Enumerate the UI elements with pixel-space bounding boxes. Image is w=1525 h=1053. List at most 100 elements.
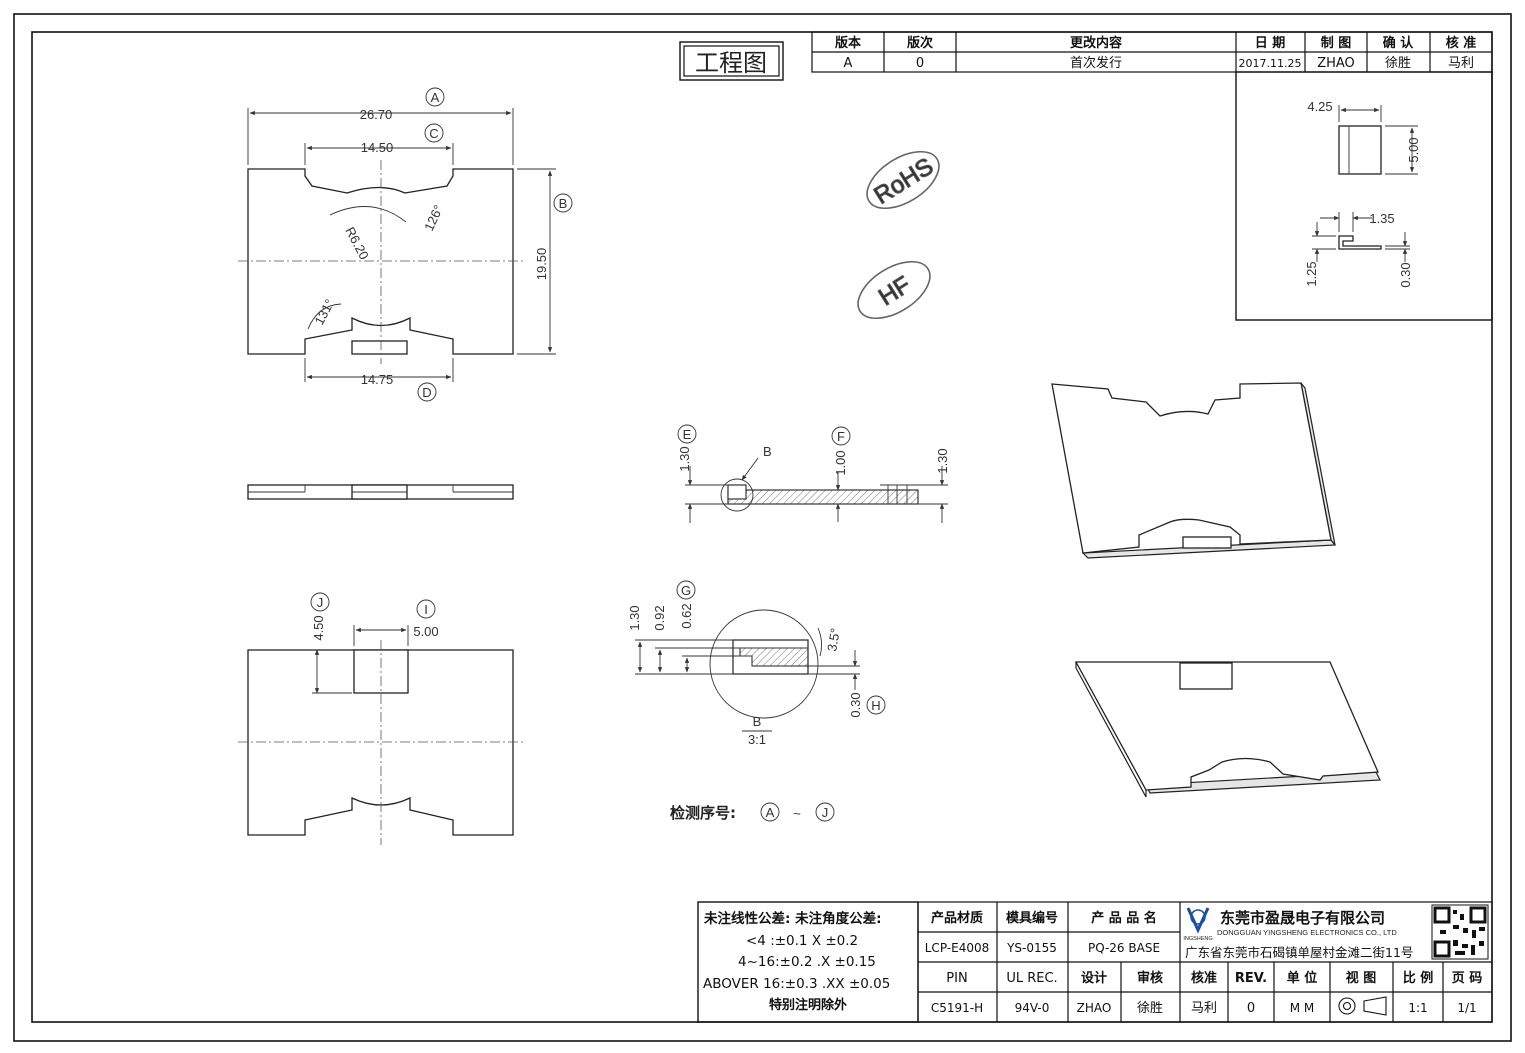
info-header-rev: REV.: [1235, 971, 1267, 986]
inspection-sep: ~: [793, 806, 801, 821]
marker-b: B: [553, 193, 573, 213]
svg-text:C: C: [429, 126, 438, 141]
info-header-mold: 模具编号: [1006, 910, 1058, 926]
company-logo-text: INGSHENG: [1183, 936, 1212, 942]
dim-notch-top: 14.50: [361, 140, 394, 155]
tolerance-line-3: ABOVER 16:±0.3 .XX ±0.05: [703, 976, 890, 992]
company-logo-icon: INGSHENG: [1183, 907, 1213, 942]
info-product: PQ-26 BASE: [1088, 941, 1160, 955]
dim-detail-2: 0.92: [652, 605, 667, 630]
info-header-view: 视 图: [1346, 970, 1377, 986]
tolerance-block: 未注线性公差: 未注角度公差: <4 :±0.1 X ±0.2 4~16:±0.…: [697, 901, 919, 1023]
svg-text:B: B: [559, 196, 568, 211]
rev-header-edition: 版次: [907, 35, 933, 51]
dim-clip-offset: 1.35: [1369, 211, 1394, 226]
info-ul: 94V-0: [1015, 1001, 1050, 1015]
side-view: [247, 484, 514, 500]
rev-version: A: [844, 56, 853, 71]
marker-e: E: [677, 424, 697, 444]
inspection-label: 检测序号:: [670, 804, 736, 822]
marker-j: J: [310, 592, 330, 612]
rev-header-change: 更改内容: [1070, 35, 1122, 51]
drawing-title-stamp: 工程图: [679, 41, 784, 81]
dim-detail-1: 1.30: [627, 605, 642, 630]
info-unit: M M: [1290, 1001, 1315, 1015]
info-header-review: 审核: [1137, 970, 1163, 986]
hf-stamp: HF: [857, 260, 931, 320]
info-header-product: 产 品 品 名: [1091, 910, 1157, 926]
info-header-approve: 核准: [1191, 970, 1217, 986]
info-table: 产品材质 模具编号 产 品 品 名 LCP-E4008 YS-0155 PQ-2…: [917, 901, 1493, 1023]
info-review: 徐胜: [1137, 1001, 1163, 1016]
dim-clip-lip: 1.25: [1304, 261, 1319, 286]
rev-change: 首次发行: [1070, 55, 1122, 71]
revision-table: 版本 版次 更改内容 日 期 制 图 确 认 核 准 A 0 首次发行 2017…: [811, 31, 1493, 73]
info-mold: YS-0155: [1006, 941, 1057, 955]
detail-scale: 3:1: [748, 732, 766, 747]
rev-confirmed: 徐胜: [1385, 56, 1411, 71]
rohs-stamp: RoHS: [866, 150, 940, 210]
info-rev: 0: [1247, 1001, 1255, 1016]
dim-detail-3: 0.62: [679, 603, 694, 628]
rev-date: 2017.11.25: [1239, 57, 1302, 70]
tolerance-line-1: <4 :±0.1 X ±0.2: [746, 933, 858, 949]
inspection-from: A: [766, 805, 775, 820]
dim-height: 19.50: [534, 248, 549, 281]
dim-slot-height: 4.50: [311, 615, 326, 640]
company-name-en: DONGGUAN YINGSHENG ELECTRONICS CO., LTD: [1217, 928, 1397, 937]
dim-section-mid: 1.00: [833, 450, 848, 475]
rev-header-date: 日 期: [1255, 36, 1286, 51]
dim-section-left: 1.30: [677, 446, 692, 471]
rev-approved: 马利: [1448, 56, 1474, 71]
marker-a: A: [425, 87, 445, 107]
company-name-cn: 东莞市盈晟电子有限公司: [1220, 909, 1385, 927]
inspection-sequence: 检测序号: A ~ J: [670, 802, 835, 822]
info-approve: 马利: [1191, 1001, 1217, 1016]
tolerance-header: 未注线性公差: 未注角度公差:: [704, 910, 882, 927]
top-view: 26.70 14.50 19.50 14.75 R6.20 126° 131° …: [238, 87, 573, 402]
inspection-to: J: [822, 805, 829, 820]
rev-header-confirmed: 确 认: [1383, 35, 1415, 51]
rev-header-approved: 核 准: [1446, 35, 1477, 51]
dim-section-right: 1.30: [935, 448, 950, 473]
dim-detail-angle: 3.5°: [824, 627, 843, 653]
rev-edition: 0: [916, 56, 924, 71]
info-header-design: 设计: [1081, 970, 1107, 986]
svg-text:I: I: [424, 602, 428, 617]
rohs-text: RoHS: [869, 153, 938, 210]
drawing-title: 工程图: [695, 49, 767, 77]
dim-clip-width: 4.25: [1307, 99, 1332, 114]
section-view: B 1.30 1.00 1.30 E F: [677, 424, 950, 523]
marker-f: F: [831, 426, 851, 446]
detail-callout-label: B: [763, 444, 772, 459]
rev-drawn: ZHAO: [1317, 56, 1355, 71]
detail-b-view: 1.30 0.92 0.62 0.30 3.5° G H B 3:1: [627, 580, 886, 747]
svg-text:E: E: [683, 427, 692, 442]
info-header-pin: PIN: [946, 971, 967, 986]
info-pin: C5191-H: [931, 1001, 983, 1015]
info-material: LCP-E4008: [925, 941, 990, 955]
marker-c: C: [424, 123, 444, 143]
isometric-view-bottom: [1074, 661, 1381, 798]
dim-detail-thickness: 0.30: [848, 692, 863, 717]
dim-clip-thickness: 0.30: [1398, 262, 1413, 287]
svg-text:A: A: [431, 90, 440, 105]
info-design: ZHAO: [1077, 1001, 1112, 1015]
svg-text:J: J: [317, 595, 324, 610]
projection-symbol-icon: [1338, 996, 1387, 1016]
isometric-view-top: [1051, 382, 1337, 559]
clip-view: 4.25 5.00 1.35 1.25 0.30: [1235, 71, 1493, 321]
marker-g: G: [676, 580, 696, 600]
marker-d: D: [417, 382, 437, 402]
svg-text:F: F: [837, 429, 845, 444]
hf-text: HF: [874, 271, 915, 311]
dim-width: 26.70: [360, 107, 393, 122]
svg-text:H: H: [871, 698, 880, 713]
marker-i: I: [416, 599, 436, 619]
info-page: 1/1: [1457, 1001, 1476, 1015]
info-header-page: 页 码: [1452, 971, 1483, 986]
company-address: 广东省东莞市石碣镇单屋村金滩二街11号: [1185, 945, 1413, 960]
detail-label: B: [753, 714, 762, 729]
outer-border: [13, 13, 1512, 1042]
